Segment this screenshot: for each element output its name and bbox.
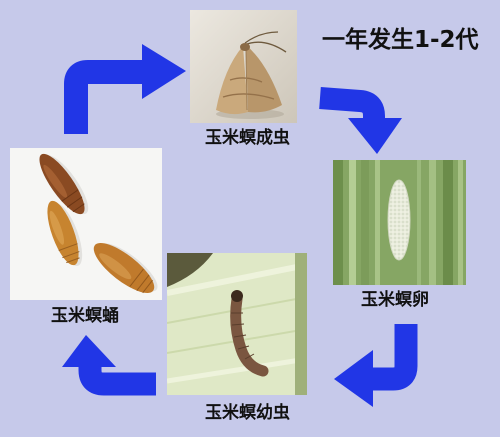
larva-segments — [231, 312, 255, 360]
leaf-edge — [295, 253, 307, 395]
pupa — [47, 200, 83, 267]
larva-head — [231, 290, 243, 302]
leaf-stripe — [349, 160, 356, 285]
adult-moth-photo — [190, 10, 297, 123]
pupa — [93, 243, 158, 294]
leaf-stripe — [417, 160, 421, 285]
moth-antenna — [244, 31, 279, 44]
pupa-icon — [10, 148, 162, 300]
arrow-shaft — [319, 87, 385, 122]
pupa-photo — [10, 148, 162, 300]
wing-seam — [245, 49, 248, 111]
arrow-shaft — [78, 366, 156, 396]
egg-texture — [388, 180, 410, 260]
wing-band — [229, 77, 263, 83]
stage-label-pupa: 玉米螟蛹 — [51, 306, 119, 326]
generation-note: 一年发生1-2代 — [322, 27, 479, 53]
stage-label-larva: 玉米螟幼虫 — [205, 403, 290, 423]
stage-label-adult: 玉米螟成虫 — [205, 128, 290, 148]
egg-mass-photo — [333, 160, 466, 285]
arrow-adult-to-egg — [319, 87, 402, 154]
egg-mass-icon — [333, 160, 466, 285]
arrow-pupa-to-adult — [64, 44, 186, 134]
arrow-head — [142, 44, 186, 99]
leaf-stripe — [429, 160, 436, 285]
arrow-head — [334, 350, 373, 407]
moth-head — [240, 43, 250, 51]
arrow-head — [62, 335, 116, 367]
leaf-stripe — [361, 160, 369, 285]
moth-antenna — [246, 41, 287, 53]
leaf-vein — [167, 262, 307, 296]
shadow-corner — [167, 253, 213, 287]
moth-right-wing — [246, 45, 282, 113]
larva-icon — [167, 253, 307, 395]
leaf-stripe — [375, 160, 380, 285]
arrow-head — [348, 118, 402, 154]
leaf-stripe — [333, 160, 343, 285]
moth-icon — [190, 10, 297, 123]
arrow-shaft — [370, 324, 418, 391]
larva-photo — [167, 253, 307, 395]
arrow-shaft — [64, 60, 146, 134]
stage-label-egg: 玉米螟卵 — [361, 290, 429, 310]
leaf-stripe — [458, 160, 463, 285]
larva-body — [230, 293, 269, 377]
arrow-egg-to-larva — [334, 324, 418, 407]
leaf-vein — [167, 356, 307, 384]
arrow-larva-to-pupa — [62, 335, 156, 396]
leaf-stripe — [443, 160, 453, 285]
pupa — [39, 153, 89, 215]
